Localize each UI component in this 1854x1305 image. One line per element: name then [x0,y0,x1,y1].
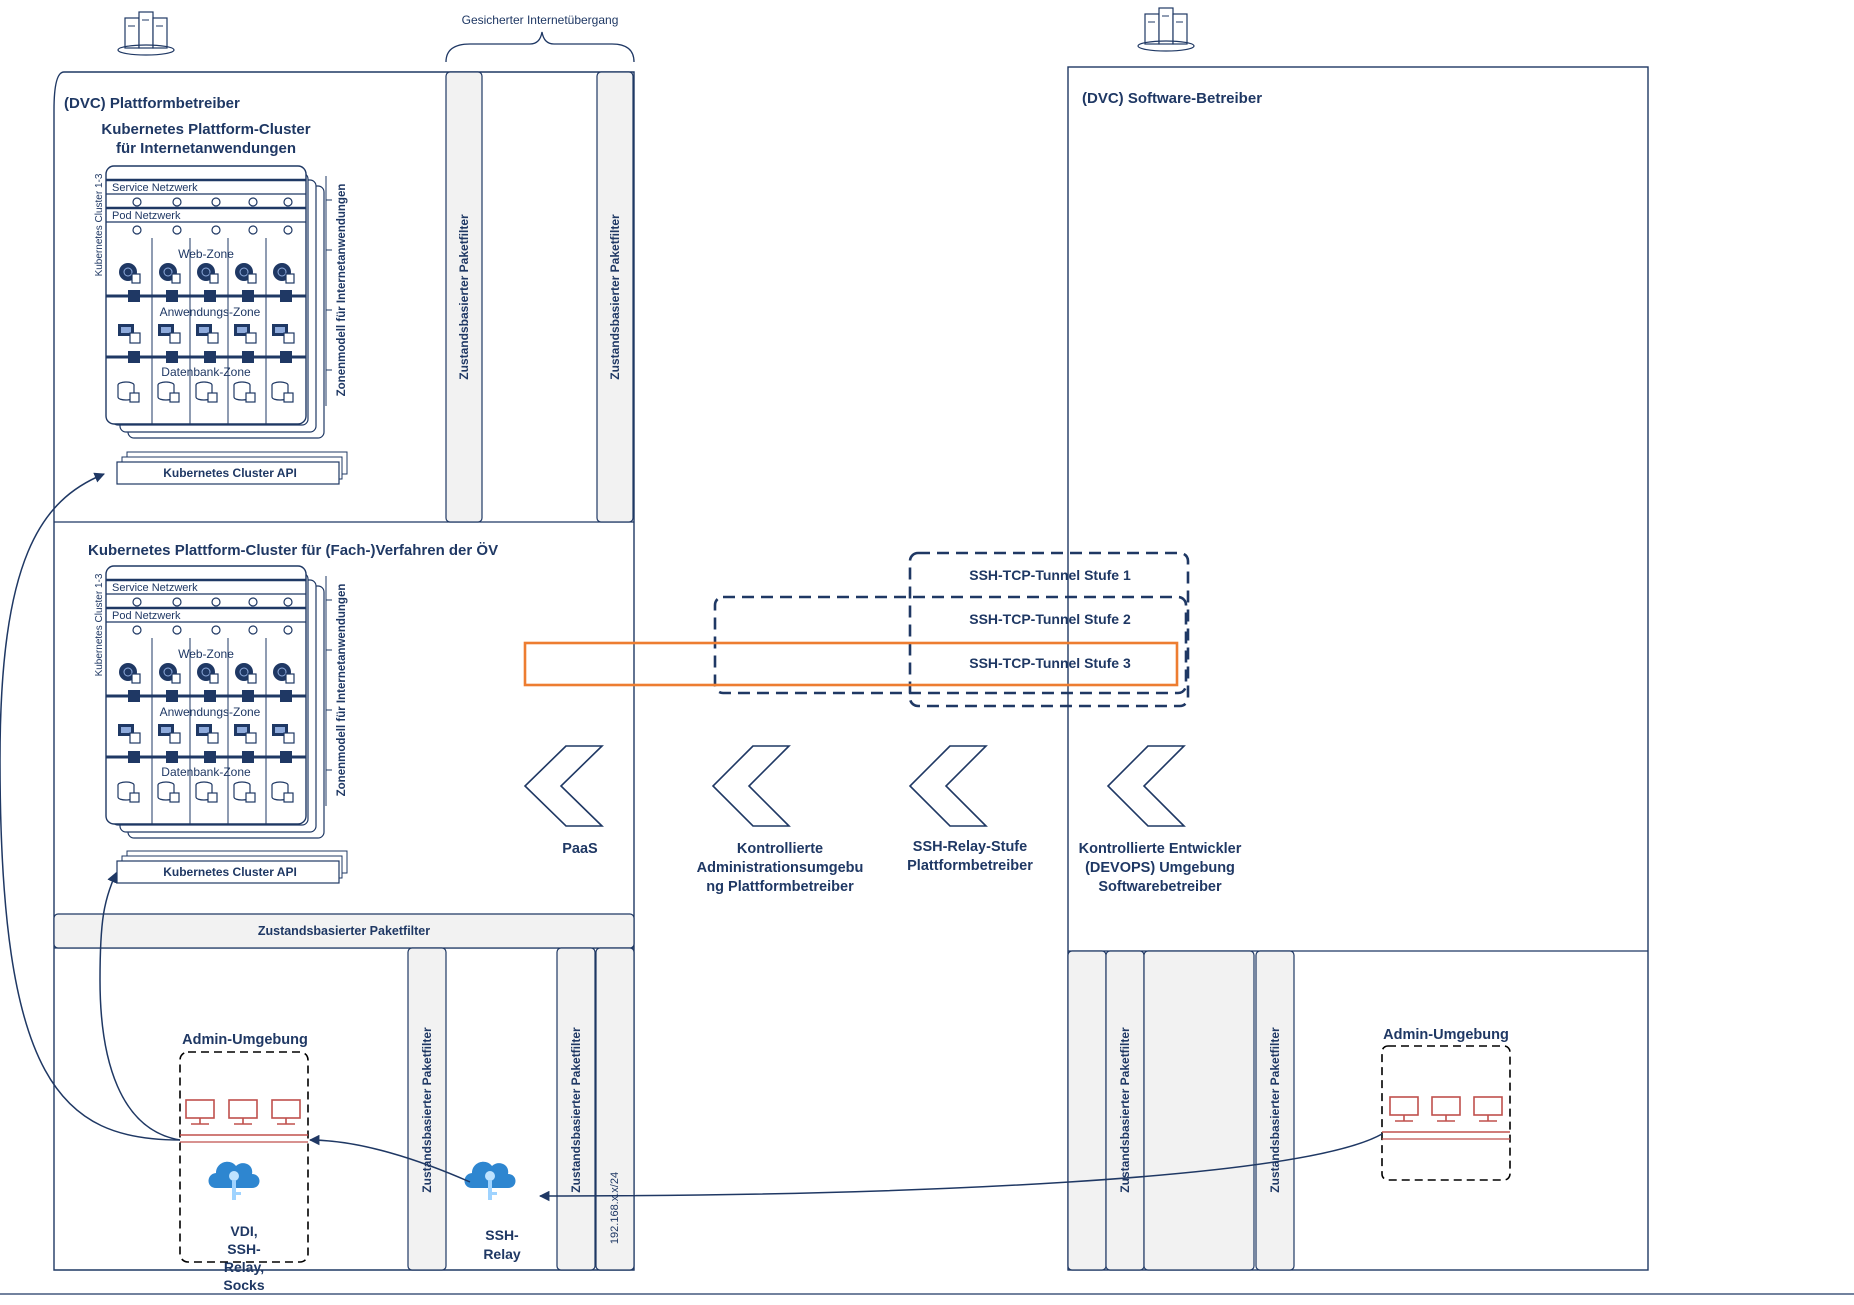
stage-admin-label-line3: ng Plattformbetreiber [706,879,854,895]
stage-admin-label-line1: Kontrollierte [737,841,823,857]
workstations-icon [1382,1096,1510,1140]
tunnel-stage-1-box [908,551,1190,708]
admin-environment-box [179,1051,309,1263]
vdi-label-line2: SSH- [227,1241,261,1257]
web-zone-label: Web-Zone [178,247,234,261]
admin-env-label: Admin-Umgebung [182,1032,308,1048]
stage-paas-label: PaaS [562,841,598,857]
cluster1-title-line1: Kubernetes Plattform-Cluster [101,121,310,138]
stage-devops-label-line2: (DEVOPS) Umgebung [1085,860,1235,876]
stage-relay-label-line1: SSH-Relay-Stufe [913,839,1027,855]
stage-relay-label-line2: Plattformbetreiber [907,858,1033,874]
connector-arrow [308,1134,471,1183]
cluster1-title-line2: für Internetanwendungen [116,140,296,157]
chevron-left-icon [908,745,988,827]
firewall-label: Zustandsbasierter Paketfilter [420,1027,434,1193]
chevron-left-icon [711,745,791,827]
firewall-panel [1255,950,1295,1271]
gateway-label: Gesicherter Internetübergang [462,13,619,27]
tunnel-stage-2-box [713,595,1188,695]
pod-network-label: Pod Netzwerk [112,610,181,622]
firewall-panel [445,71,483,523]
ssh-relay-label-line1: SSH- [485,1227,519,1243]
stage-devops-label-line1: Kontrollierte Entwickler [1079,841,1242,857]
tunnel-stage-2-label: SSH-TCP-Tunnel Stufe 2 [969,611,1131,627]
ssh-relay-label-line2: Relay [483,1246,521,1262]
gateway-brace [445,31,635,63]
firewall-horizontal [53,913,635,949]
server-icon [1137,7,1195,52]
service-network-label: Service Netzwerk [112,182,198,194]
db-zone-label: Datenbank-Zone [161,365,251,379]
vdi-label-line1: VDI, [230,1223,257,1239]
firewall-label: Zustandsbasierter Paketfilter [1118,1027,1132,1193]
chevron-left-icon [1106,745,1186,827]
firewall-panel [556,947,596,1271]
stage-admin-label-line2: Administrationsumgebu [697,860,864,876]
tunnel-stage-1-label: SSH-TCP-Tunnel Stufe 1 [969,567,1131,583]
tunnel-stage-3-label: SSH-TCP-Tunnel Stufe 3 [969,655,1131,671]
firewall-panel [596,71,634,523]
firewall-label: Zustandsbasierter Paketfilter [569,1027,583,1193]
platform-operator-title: (DVC) Plattformbetreiber [64,95,240,112]
pod-network-label: Pod Netzwerk [112,210,181,222]
subnet-panel [595,947,635,1271]
cluster-side-label: Kubernetes Cluster 1-3 [94,173,105,276]
cluster2-title: Kubernetes Plattform-Cluster für (Fach-)… [88,542,498,559]
app-zone-label: Anwendungs-Zone [160,305,261,319]
connector-arrow [538,1133,1383,1202]
web-zone-label: Web-Zone [178,647,234,661]
vdi-label-line3: Relay, [224,1259,264,1275]
software-operator-title: (DVC) Software-Betreiber [1082,90,1262,107]
connector-arrow [0,472,181,1141]
vdi-label-line4: Socks [223,1277,264,1293]
admin-environment-box [1381,1045,1511,1181]
db-zone-label: Datenbank-Zone [161,765,251,779]
app-zone-label: Anwendungs-Zone [160,705,261,719]
firewall-label: Zustandsbasierter Paketfilter [1268,1027,1282,1193]
server-icon [117,11,175,56]
tunnel-stage-3-box [523,641,1179,687]
chevron-left-icon [523,745,604,827]
workstations-icon [180,1099,308,1143]
firewall-label: Zustandsbasierter Paketfilter [258,924,430,938]
vdi-cloud-key-icon [208,1161,260,1200]
cluster-api-label: Kubernetes Cluster API [163,865,297,879]
ssh-relay-cloud-key-icon [464,1161,516,1200]
service-network-label: Service Netzwerk [112,582,198,594]
admin-env-label: Admin-Umgebung [1383,1027,1509,1043]
cluster-stack-internet [105,165,332,439]
zone-model-label: Zonenmodell für Internetanwendungen [336,184,348,397]
cluster-stack-public-admin [105,565,332,839]
connector-arrow [99,872,181,1141]
software-operator-box [1067,66,1649,1271]
cluster-api-label: Kubernetes Cluster API [163,466,297,480]
firewall-label: Zustandsbasierter Paketfilter [457,214,471,380]
cluster-api-box [116,850,348,884]
firewall-panel [407,947,447,1271]
stage-devops-label-line3: Softwarebetreiber [1098,879,1222,895]
subnet-label: 192.168.x.x/24 [609,1172,621,1244]
cluster-api-box [116,451,348,485]
cluster-side-label: Kubernetes Cluster 1-3 [94,573,105,676]
zone-model-label: Zonenmodell für Internetanwendungen [336,584,348,797]
firewall-label: Zustandsbasierter Paketfilter [608,214,622,380]
